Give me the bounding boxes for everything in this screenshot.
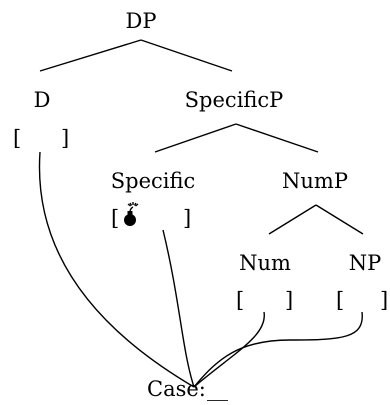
curve-np-to-case <box>193 311 363 388</box>
branch-nump-num <box>268 204 317 235</box>
specific-bracket-close: ] <box>183 206 191 230</box>
branch-dp-specificp <box>140 39 233 72</box>
curve-specific-to-case <box>162 229 195 388</box>
branch-dp-d <box>39 39 142 72</box>
d-bracket-open: [ <box>13 126 21 150</box>
node-specificp: SpecificP <box>185 88 284 112</box>
case-label: Case: <box>147 377 206 401</box>
np-bracket-close: ] <box>380 288 388 312</box>
num-bracket-close: ] <box>285 288 293 312</box>
branch-specificp-specific <box>154 123 237 153</box>
np-bracket-open: [ <box>336 288 344 312</box>
branch-specificp-nump <box>235 123 319 153</box>
node-dp: DP <box>126 9 157 33</box>
num-bracket-open: [ <box>236 288 244 312</box>
d-bracket-close: ] <box>61 126 69 150</box>
node-specific: Specific <box>111 169 196 193</box>
node-nump: NumP <box>282 169 348 193</box>
curve-d-to-case <box>38 151 195 388</box>
branch-nump-np <box>315 204 364 235</box>
specific-bracket-open: [ <box>111 206 119 230</box>
bomb-icon <box>124 202 139 226</box>
case-value: __ <box>207 377 229 401</box>
node-d: D <box>34 88 51 112</box>
curve-num-to-case <box>193 311 265 388</box>
node-num: Num <box>239 251 291 275</box>
node-np: NP <box>349 251 382 275</box>
